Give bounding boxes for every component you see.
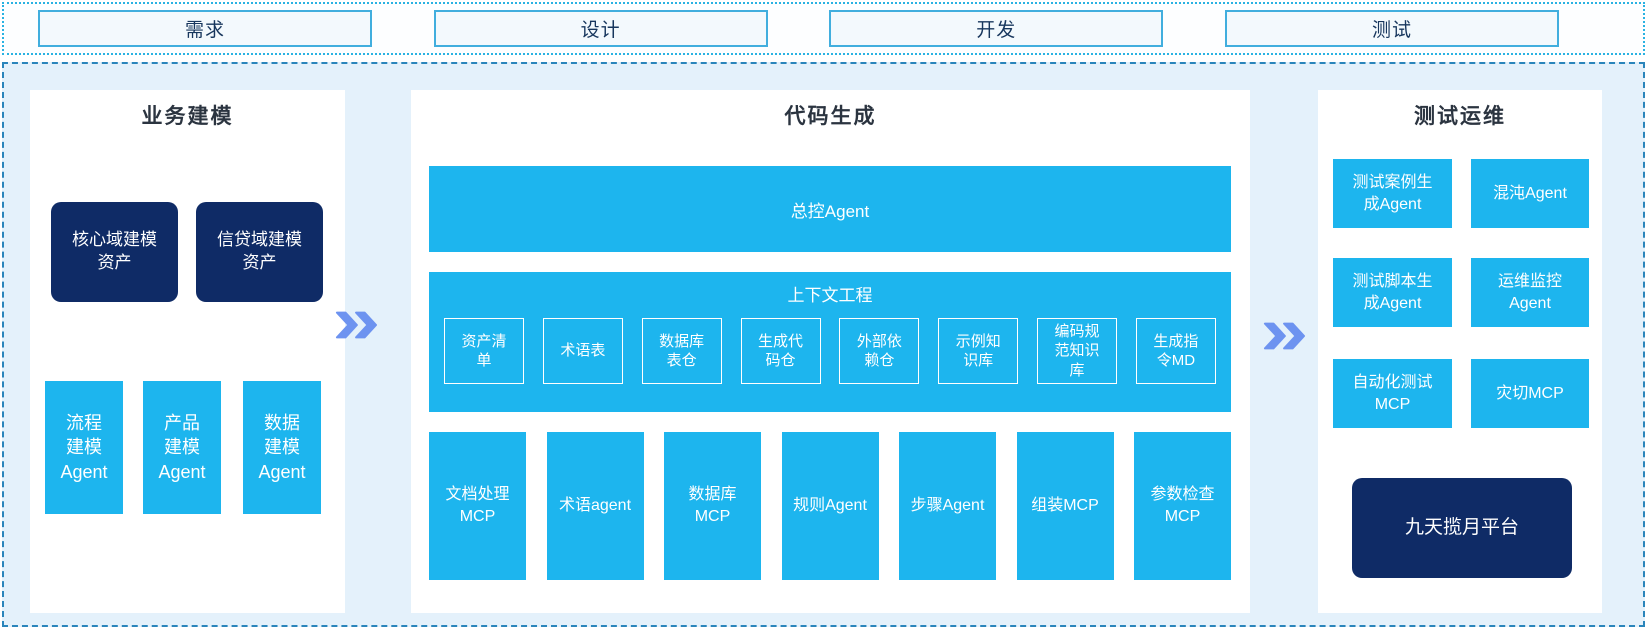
- panel-title-test-ops: 测试运维: [1414, 105, 1506, 128]
- rule-agent-box: 规则Agent: [781, 432, 879, 580]
- panel-business-modeling: 业务建模 核心域建模 资产 信贷域建模 资产 流程 建模 Agent 产品 建模…: [30, 90, 345, 613]
- automated-testing-mcp-box: 自动化测试 MCP: [1333, 359, 1452, 428]
- process-modeling-agent-box: 流程 建模 Agent: [45, 381, 123, 514]
- phase-strip: 需求 设计 开发 测试: [2, 2, 1645, 55]
- product-modeling-agent-box: 产品 建模 Agent: [143, 381, 221, 514]
- generated-code-repo-box: 生成代 码仓: [740, 318, 821, 384]
- worker-row: 文档处理 MCP 术语agent 数据库 MCP 规则Agent 步骤Agent…: [429, 432, 1231, 580]
- test-case-generation-agent-box: 测试案例生 成Agent: [1333, 159, 1452, 228]
- example-knowledge-base-box: 示例知 识库: [938, 318, 1019, 384]
- data-modeling-agent-box: 数据 建模 Agent: [243, 381, 321, 514]
- phase-design: 设计: [433, 10, 768, 47]
- panel-title-business-modeling: 业务建模: [141, 105, 234, 128]
- assembly-mcp-box: 组装MCP: [1016, 432, 1114, 580]
- generation-instruction-md-box: 生成指 令MD: [1135, 318, 1216, 384]
- panel-title-code-generation: 代码生成: [784, 105, 877, 128]
- external-dependency-repo-box: 外部依 赖仓: [839, 318, 920, 384]
- database-table-repo-box: 数据库 表仓: [641, 318, 722, 384]
- database-mcp-box: 数据库 MCP: [664, 432, 761, 580]
- context-engineering-title: 上下文工程: [787, 286, 873, 305]
- phase-testing: 测试: [1224, 10, 1559, 47]
- master-control-agent-bar: 总控Agent: [429, 166, 1231, 252]
- panel-test-ops: 测试运维 测试案例生 成Agent 混沌Agent 测试脚本生 成Agent 运…: [1318, 90, 1602, 613]
- disaster-switch-mcp-box: 灾切MCP: [1471, 359, 1589, 428]
- glossary-agent-box: 术语agent: [546, 432, 644, 580]
- jiutian-lanyue-platform-box: 九天揽月平台: [1352, 478, 1572, 578]
- test-script-generation-agent-box: 测试脚本生 成Agent: [1333, 258, 1452, 327]
- parameter-check-mcp-box: 参数检查 MCP: [1134, 432, 1231, 580]
- credit-domain-modeling-assets-box: 信贷域建模 资产: [196, 202, 323, 302]
- panel-code-generation: 代码生成 总控Agent 上下文工程 资产清 单 术语表 数据库 表仓 生成代 …: [411, 90, 1250, 613]
- asset-inventory-box: 资产清 单: [444, 318, 524, 384]
- phase-requirements: 需求: [38, 10, 372, 47]
- main-container: 业务建模 核心域建模 资产 信贷域建模 资产 流程 建模 Agent 产品 建模…: [2, 62, 1645, 627]
- step-agent-box: 步骤Agent: [899, 432, 996, 580]
- glossary-box: 术语表: [542, 318, 623, 384]
- chaos-agent-box: 混沌Agent: [1471, 159, 1589, 228]
- context-store-row: 资产清 单 术语表 数据库 表仓 生成代 码仓 外部依 赖仓 示例知 识库 编码…: [444, 318, 1216, 384]
- phase-development: 开发: [829, 10, 1164, 47]
- core-domain-modeling-assets-box: 核心域建模 资产: [51, 202, 178, 302]
- ops-monitoring-agent-box: 运维监控 Agent: [1471, 258, 1589, 327]
- context-engineering-bar: 上下文工程 资产清 单 术语表 数据库 表仓 生成代 码仓 外部依 赖仓 示例知…: [429, 272, 1231, 412]
- coding-standard-knowledge-base-box: 编码规 范知识 库: [1037, 318, 1118, 384]
- flow-arrow-icon: [335, 311, 378, 339]
- flow-arrow-icon: [1263, 322, 1306, 350]
- document-processing-mcp-box: 文档处理 MCP: [429, 432, 526, 580]
